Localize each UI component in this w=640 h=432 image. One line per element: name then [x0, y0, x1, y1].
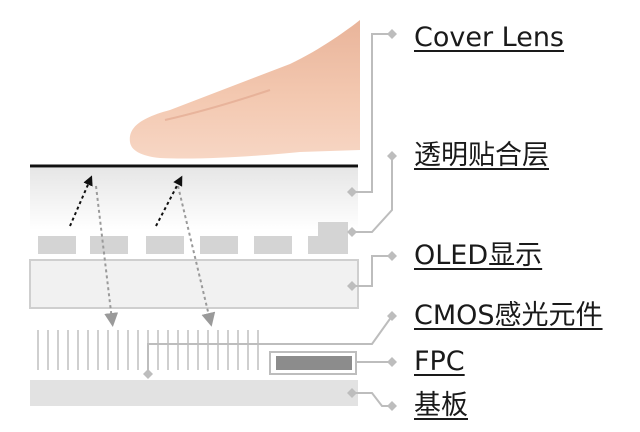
label-substrate: 基板: [414, 390, 468, 421]
oled-pixel-tall: [318, 222, 348, 236]
fpc-core: [276, 356, 352, 370]
leader-oled: [352, 255, 392, 287]
oled-pixel: [200, 236, 238, 254]
leader-cmos: [147, 315, 393, 374]
light-rays-up: [69, 175, 183, 227]
label-adhesive-layer: 透明贴合层: [414, 140, 549, 171]
label-cmos-sensor: CMOS感光元件: [414, 300, 603, 331]
label-fpc: FPC: [414, 346, 465, 377]
finger: [129, 20, 360, 159]
label-cover-lens: Cover Lens: [414, 22, 565, 53]
adhesive-layer: [30, 168, 358, 230]
oled-pixel: [146, 236, 184, 254]
leader-adhesive: [352, 156, 393, 233]
substrate-layer: [30, 380, 358, 406]
oled-pixels: [38, 222, 348, 254]
oled-pixel: [308, 236, 348, 254]
oled-pixel: [254, 236, 292, 254]
leader-diamonds: [143, 29, 397, 411]
light-rays-down: [95, 185, 216, 327]
oled-display-layer: [29, 259, 359, 309]
leader-cover-lens: [352, 33, 392, 193]
oled-pixel: [38, 236, 76, 254]
label-oled-display: OLED显示: [414, 240, 543, 271]
leader-lines: [147, 33, 393, 407]
oled-pixel: [90, 236, 128, 254]
